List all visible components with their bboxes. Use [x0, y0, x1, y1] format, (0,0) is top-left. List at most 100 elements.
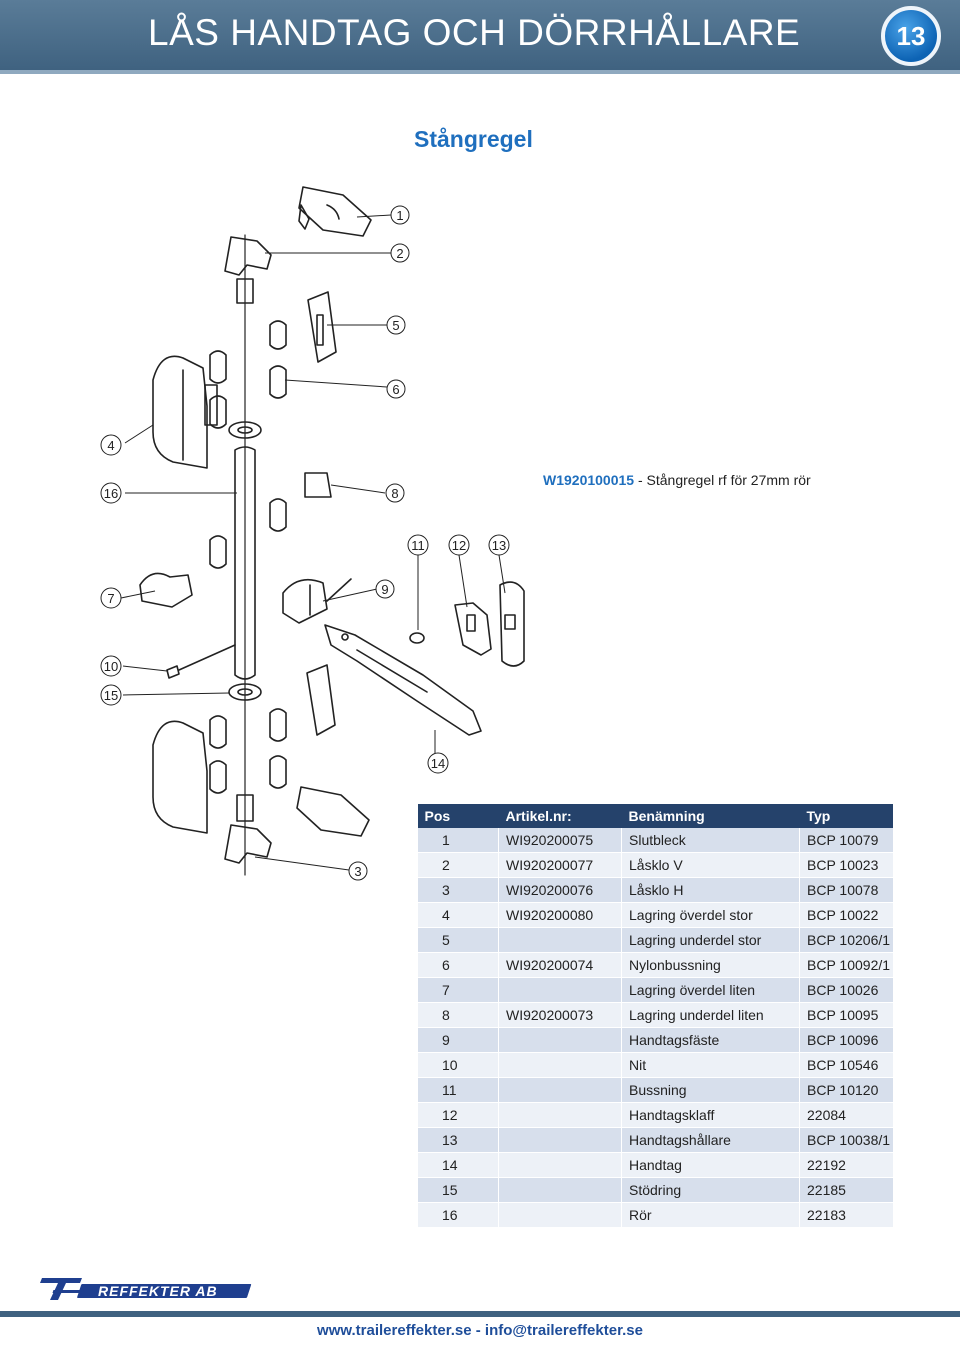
svg-text:16: 16	[104, 486, 118, 501]
callout-1: 1	[390, 205, 410, 225]
svg-text:REFFEKTER AB: REFFEKTER AB	[98, 1283, 218, 1299]
callout-5: 5	[386, 315, 406, 335]
cell-typ: 22084	[799, 1102, 893, 1128]
svg-text:14: 14	[431, 756, 445, 771]
callout-7: 7	[100, 587, 122, 609]
cell-benamning: Nit	[621, 1052, 800, 1078]
svg-text:5: 5	[392, 318, 399, 333]
cell-typ: BCP 10120	[799, 1077, 893, 1103]
page-number-badge: 13	[881, 6, 941, 66]
cell-benamning: Handtagsklaff	[621, 1102, 800, 1128]
product-description: - Stångregel rf för 27mm rör	[634, 472, 811, 488]
cell-pos: 9	[417, 1027, 499, 1053]
cell-typ: BCP 10079	[799, 828, 893, 853]
cell-typ: BCP 10026	[799, 977, 893, 1003]
callout-10: 10	[100, 655, 122, 677]
svg-text:9: 9	[381, 582, 388, 597]
cell-artikel: WI920200075	[498, 828, 622, 853]
cell-artikel: WI920200074	[498, 952, 622, 978]
callout-16: 16	[100, 482, 122, 504]
cell-artikel	[498, 1177, 622, 1203]
cell-typ: BCP 10078	[799, 877, 893, 903]
cell-pos: 5	[417, 927, 499, 953]
cell-benamning: Stödring	[621, 1177, 800, 1203]
cell-artikel	[498, 977, 622, 1003]
cell-pos: 8	[417, 1002, 499, 1028]
svg-text:4: 4	[107, 438, 114, 453]
page-title: LÅS HANDTAG OCH DÖRRHÅLLARE	[148, 12, 801, 53]
email-link[interactable]: info@trailereffekter.se	[484, 1322, 643, 1339]
cell-typ: BCP 10092/1	[799, 952, 893, 978]
cell-typ: BCP 10096	[799, 1027, 893, 1053]
header-stripe	[0, 70, 960, 74]
cell-benamning: Nylonbussning	[621, 952, 800, 978]
column-header-benamning: Benämning	[621, 804, 800, 828]
cell-artikel	[498, 1102, 622, 1128]
callout-13: 13	[488, 534, 510, 556]
cell-benamning: Lagring överdel stor	[621, 902, 800, 928]
cell-typ: BCP 10206/1	[799, 927, 893, 953]
cell-benamning: Handtagsfäste	[621, 1027, 800, 1053]
cell-typ: BCP 10546	[799, 1052, 893, 1078]
callout-3: 3	[348, 861, 368, 881]
column-header-typ: Typ	[799, 804, 893, 828]
website-link[interactable]: www.trailereffekter.se	[317, 1322, 472, 1339]
cell-benamning: Lagring underdel liten	[621, 1002, 800, 1028]
callout-4: 4	[100, 434, 122, 456]
section-title: Stångregel	[414, 126, 533, 152]
cell-pos: 10	[417, 1052, 499, 1078]
cell-pos: 4	[417, 902, 499, 928]
cell-artikel	[498, 1077, 622, 1103]
cell-benamning: Lagring överdel liten	[621, 977, 800, 1003]
page-header	[0, 0, 960, 70]
cell-typ: BCP 10095	[799, 1002, 893, 1028]
cell-artikel	[498, 1152, 622, 1178]
cell-artikel	[498, 1027, 622, 1053]
cell-pos: 2	[417, 852, 499, 878]
callout-11: 11	[407, 534, 429, 556]
product-code: W1920100015	[543, 472, 635, 488]
cell-benamning: Låsklo V	[621, 852, 800, 878]
cell-typ: BCP 10022	[799, 902, 893, 928]
cell-benamning: Lagring underdel stor	[621, 927, 800, 953]
cell-pos: 1	[417, 828, 499, 853]
svg-text:7: 7	[107, 591, 114, 606]
cell-artikel: WI920200077	[498, 852, 622, 878]
svg-text:12: 12	[452, 538, 466, 553]
cell-typ: BCP 10023	[799, 852, 893, 878]
footer-contact: www.trailereffekter.se - info@trailereff…	[0, 1322, 960, 1339]
cell-benamning: Handtagshållare	[621, 1127, 800, 1153]
cell-pos: 12	[417, 1102, 499, 1128]
cell-artikel	[498, 1127, 622, 1153]
callout-6: 6	[386, 379, 406, 399]
cell-artikel: WI920200076	[498, 877, 622, 903]
cell-benamning: Rör	[621, 1202, 800, 1228]
svg-text:10: 10	[104, 659, 118, 674]
cell-pos: 15	[417, 1177, 499, 1203]
cell-pos: 3	[417, 877, 499, 903]
callout-2: 2	[390, 243, 410, 263]
cell-artikel	[498, 927, 622, 953]
callout-15: 15	[100, 684, 122, 706]
svg-text:8: 8	[391, 486, 398, 501]
callout-8: 8	[385, 483, 405, 503]
cell-pos: 14	[417, 1152, 499, 1178]
cell-typ: 22185	[799, 1177, 893, 1203]
cell-benamning: Låsklo H	[621, 877, 800, 903]
cell-pos: 7	[417, 977, 499, 1003]
table-header-row: Pos Artikel.nr: Benämning Typ	[417, 804, 893, 828]
column-header-pos: Pos	[417, 804, 499, 828]
cell-pos: 16	[417, 1202, 499, 1228]
